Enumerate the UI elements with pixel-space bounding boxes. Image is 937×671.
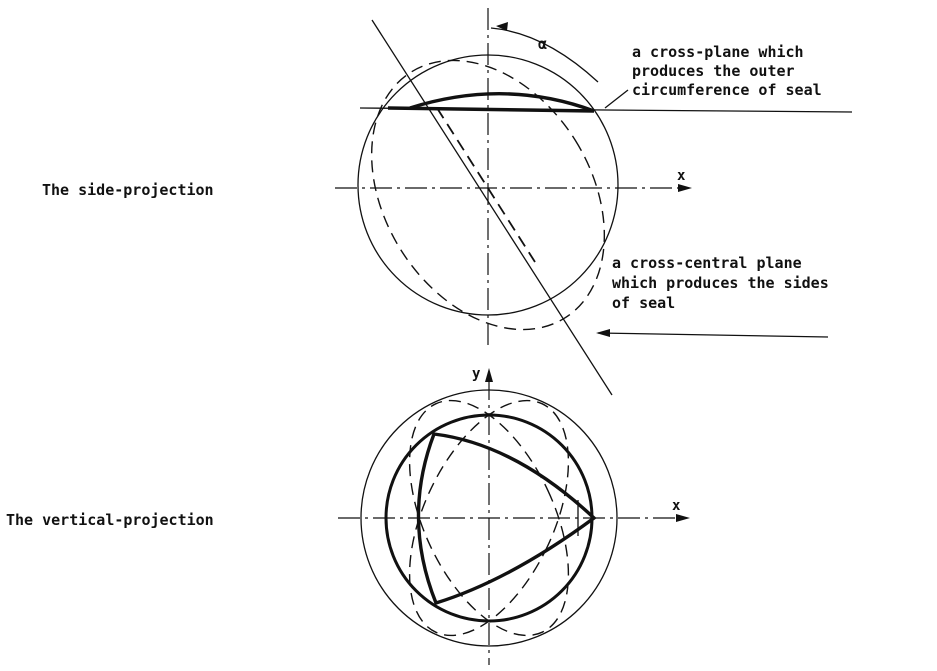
angle-alpha-arc [490,27,599,83]
vertical-x-axis-arrow [676,514,690,522]
cross-plane-note-line-2: produces the outer [632,62,795,80]
cross-central-plane-inner [436,107,536,263]
vertical-projection-label: The vertical-projection [6,511,214,529]
central-plane-note-line-1: a cross-central plane [612,254,802,272]
cross-central-plane-line [371,19,613,396]
central-plane-leader-arrow [596,329,610,337]
vertical-x-axis-label: x [672,498,681,514]
angle-alpha-label: α [538,35,547,53]
vertical-projection-figure: The vertical-projection x y [6,366,690,665]
cross-plane-leader [604,89,629,109]
side-x-axis-arrow [678,184,692,192]
vertical-dashed-ellipse-b [408,399,570,637]
angle-alpha-arrow [496,22,508,31]
central-plane-note-line-2: which produces the sides [612,274,829,292]
side-projection-label: The side-projection [42,181,214,199]
vertical-y-axis-arrow [485,368,493,382]
central-plane-leader [597,332,829,338]
seal-curved-triangle [416,432,597,606]
seal-outer-chord [387,106,595,113]
seal-outer-arc [409,92,595,113]
vertical-y-axis-label: y [472,366,481,382]
side-projection-figure: α The side-projection x a cross-plane wh… [42,8,853,396]
cross-plane-note-line-1: a cross-plane which [632,43,804,61]
cross-plane-note-line-3: circumference of seal [632,81,822,99]
side-x-axis-label: x [677,168,686,184]
vertical-dashed-ellipse-a [408,399,570,637]
central-plane-note-line-3: of seal [612,294,675,312]
side-dashed-ellipse [370,59,606,331]
